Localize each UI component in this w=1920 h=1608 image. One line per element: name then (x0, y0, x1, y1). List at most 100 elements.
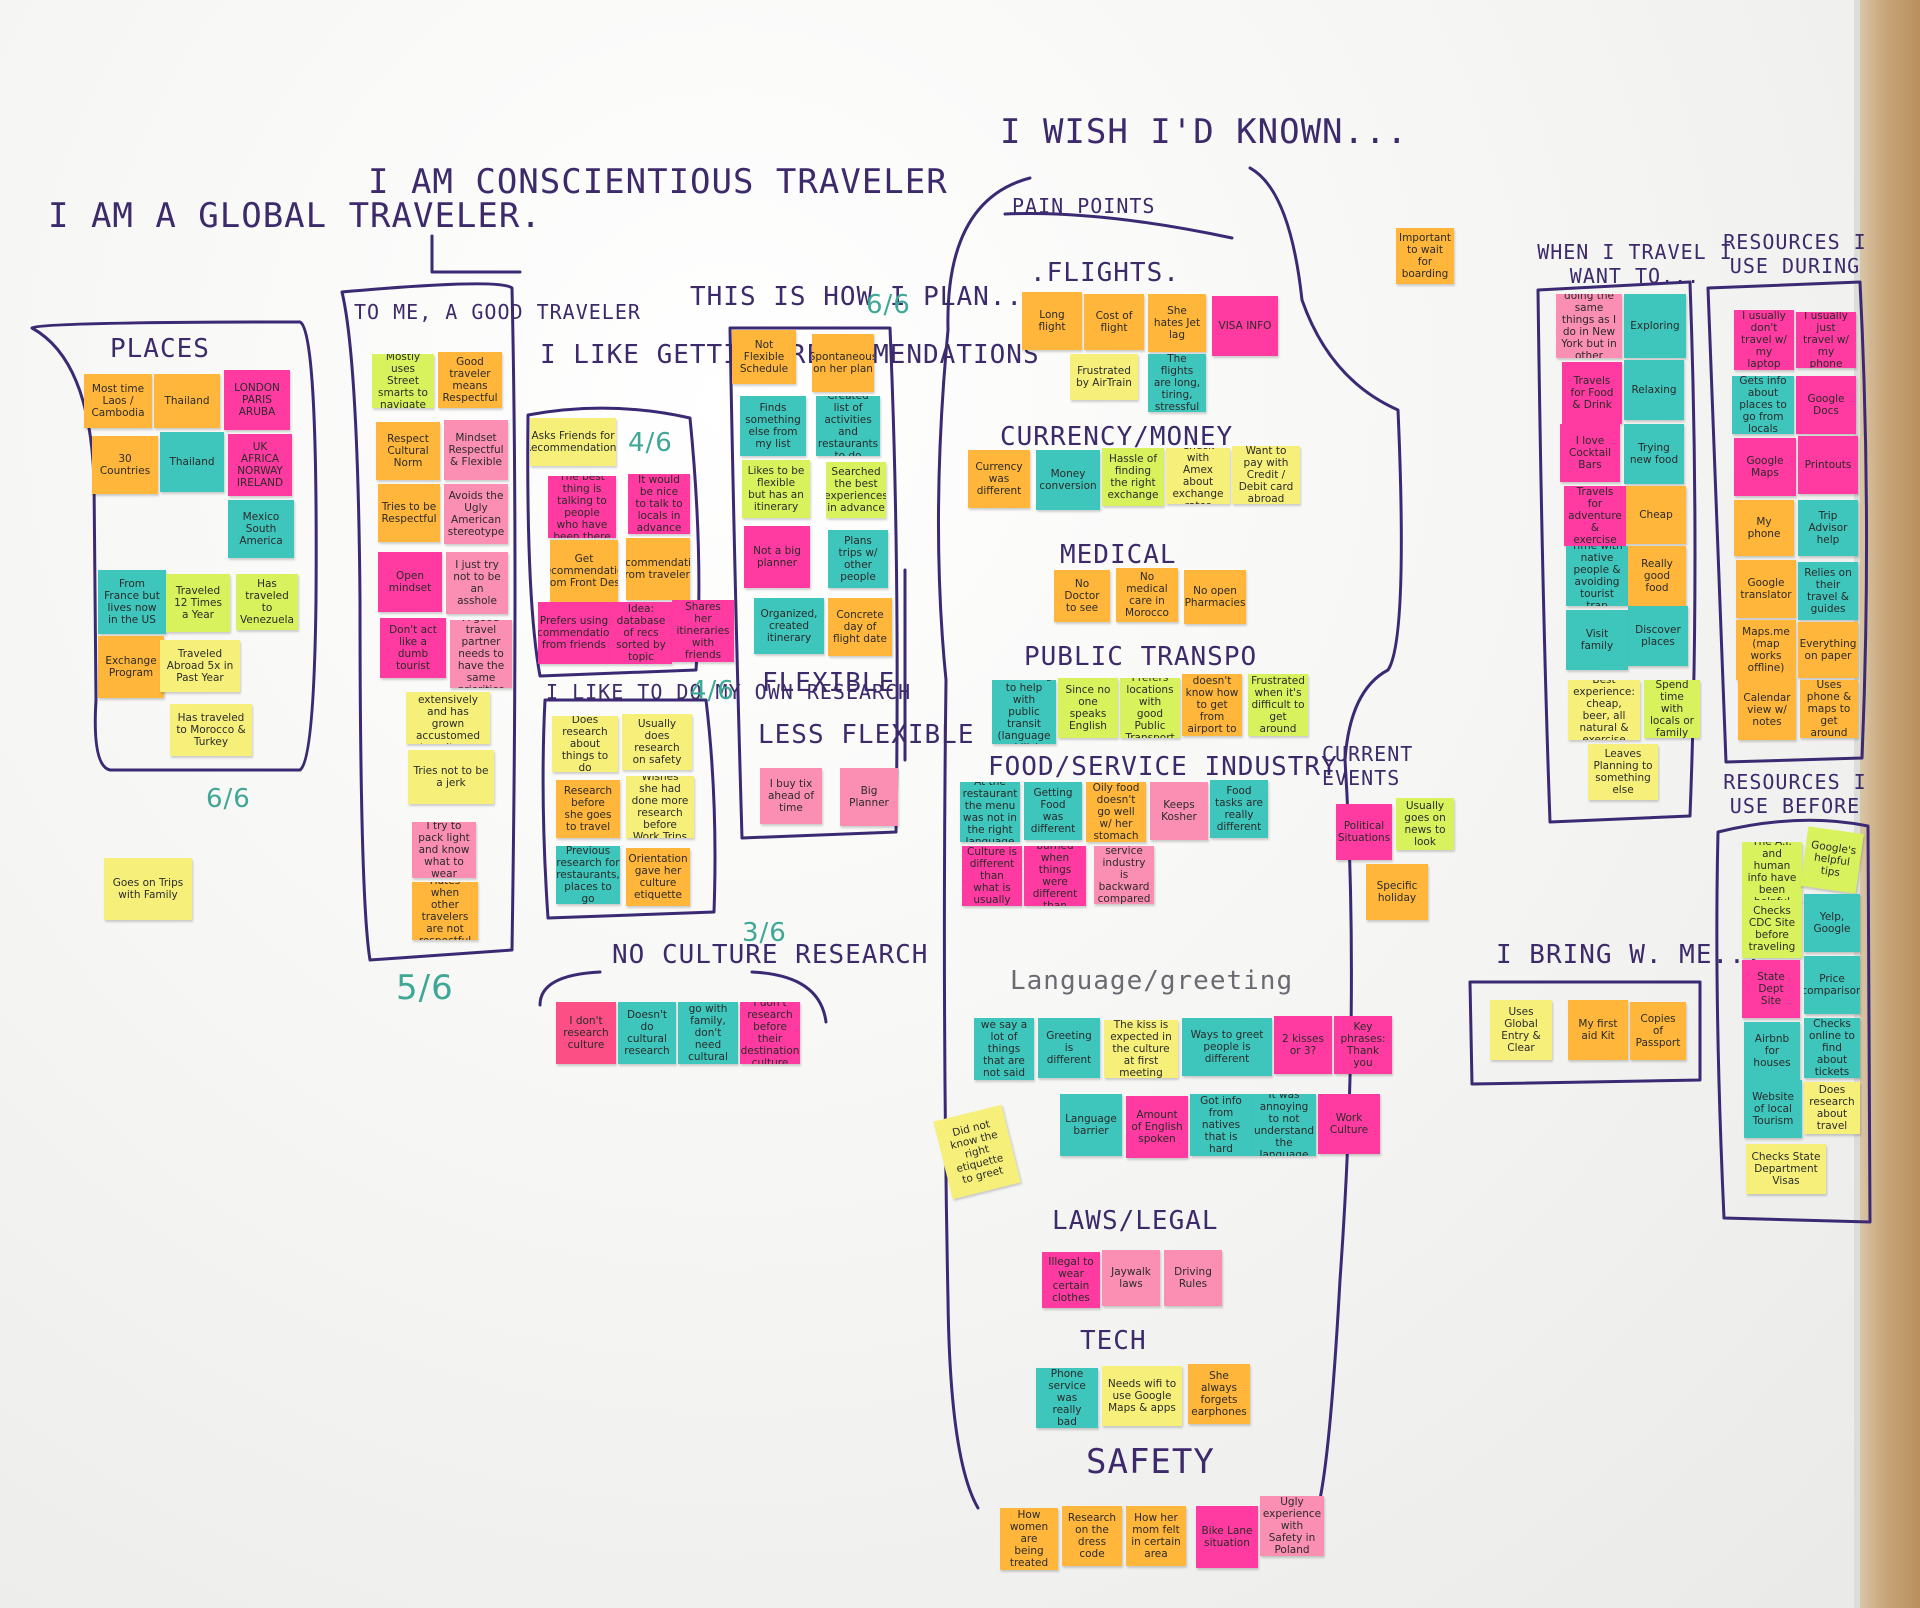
heading-flights: .FLIGHTS. (1030, 258, 1180, 288)
sticky-note: Exchange Program (98, 636, 164, 698)
sticky-note: Discover places (1628, 606, 1688, 666)
heading-conscientious: I AM CONSCIENTIOUS TRAVELER (368, 162, 948, 202)
heading-resources-before: RESOURCES I USE BEFORE (1723, 770, 1867, 818)
sticky-note: I just try not to be an asshole (446, 552, 508, 614)
sticky-note: Most time Laos / Cambodia (84, 374, 152, 428)
research-box (541, 698, 717, 920)
heading-good-traveler: TO ME, A GOOD TRAVELER (354, 300, 641, 324)
sticky-note: Has traveled to Venezuela (236, 574, 298, 630)
heading-own-research: I LIKE TO DO MY OWN RESEARCH (546, 680, 912, 704)
heading-public-transpo: PUBLIC TRANSPO (1024, 642, 1258, 672)
sticky-note: Phone service was really bad (1036, 1368, 1098, 1428)
heading-tech: TECH (1080, 1326, 1147, 1356)
sticky-note: Work Culture (1318, 1094, 1380, 1154)
sticky-note: Recommendation from travelers (626, 538, 690, 600)
sticky-note: Yelp, Google (1804, 894, 1860, 952)
sticky-note: Asks Friends for Recommendations (530, 418, 616, 466)
sticky-note: Checks CDC Site before traveling (1742, 900, 1802, 958)
sticky-note: Travels for Food & Drink (1562, 362, 1622, 424)
sticky-note: How women are being treated (1000, 1508, 1058, 1570)
sticky-note: Mindset Respectful & Flexible (444, 420, 508, 480)
heading-current-events: CURRENT EVENTS (1322, 742, 1414, 790)
sticky-note: The kiss is expected in the culture at f… (1104, 1020, 1178, 1078)
sticky-note: Frustrated when it's difficult to get ar… (1248, 674, 1308, 736)
heading-no-culture: NO CULTURE RESEARCH (612, 940, 929, 970)
sticky-note: Google Maps (1734, 438, 1796, 496)
sticky-note: Previous research for restaurants, place… (556, 846, 620, 904)
sticky-note: Spontaneous on her plan (812, 334, 874, 392)
sticky-note: Food tasks are really different (1210, 780, 1268, 838)
sticky-note: Research before she goes to travel (556, 780, 620, 838)
sticky-note: Since no one speaks English (1058, 678, 1118, 738)
sticky-note: Prefers locations with good Public Trans… (1120, 678, 1180, 738)
bring-box (1468, 980, 1702, 1086)
sticky-note: Avoids the Ugly American stereotype (444, 484, 508, 544)
sticky-note: I usually don't travel w/ my laptop (1734, 310, 1794, 370)
sticky-note: Airbnb for houses (1744, 1022, 1800, 1080)
sticky-note: Want to pay with Credit / Debit card abr… (1232, 446, 1300, 504)
sticky-note: Get Recommendation from Front Desk (550, 540, 618, 602)
recs-box (526, 406, 701, 678)
heading-language: Language/greeting (1010, 966, 1294, 996)
score-recs: 4/6 (628, 428, 673, 458)
sticky-note: Orientation gave her culture etiquette (626, 848, 690, 906)
sticky-note: I usually go with family, don't need cul… (678, 1002, 738, 1064)
sticky-note: Google's helpful tips (1800, 826, 1864, 894)
sticky-note: Jaywalk laws (1102, 1250, 1160, 1306)
sticky-note: Tries to be Respectful (378, 484, 440, 542)
heading-how-i-plan: THIS IS HOW I PLAN... (690, 282, 1040, 312)
sticky-note: The service industry is backward compare… (1094, 846, 1154, 904)
sticky-note: In America we say a lot of things that a… (974, 1018, 1034, 1080)
sticky-note: My first aid Kit (1568, 1000, 1628, 1060)
sticky-note: Leaves Planning to something else (1588, 744, 1658, 800)
resources-before-box (1715, 818, 1872, 1224)
sticky-note: Don't act like a dumb tourist (380, 618, 446, 678)
sticky-note: The A.I. and human info have been helpfu… (1742, 842, 1802, 902)
score-no-culture: 3/6 (742, 918, 787, 948)
sticky-note: Google translator (1736, 560, 1796, 618)
sticky-note: Driving Rules (1164, 1250, 1222, 1306)
sticky-note: A good travel partner needs to have the … (450, 620, 512, 688)
sticky-note: Travels for adventure & exercise (1564, 486, 1626, 546)
sticky-note: Best experience: cheap, beer, all natura… (1568, 680, 1640, 740)
sticky-note: Everything on paper (1798, 622, 1858, 678)
sticky-note: Google Docs (1796, 376, 1856, 434)
sticky-note: No Doctor to see (1054, 570, 1110, 622)
sticky-note: She always forgets earphones (1188, 1364, 1250, 1424)
want-to-box (1536, 280, 1697, 824)
sticky-note: Idea: database of recs sorted by topic (610, 602, 672, 664)
sticky-note: Likes to be flexible but has an itinerar… (742, 460, 810, 518)
sticky-note: Does research about things to do (552, 716, 618, 772)
heading-laws: LAWS/LEGAL (1052, 1206, 1219, 1236)
good-traveler-box (340, 282, 517, 962)
score-good-traveler: 5/6 (396, 968, 454, 1008)
sticky-note: Currency was different (968, 450, 1030, 508)
sticky-note: Spend time with locals or family (1644, 680, 1700, 738)
sticky-note: Traveled Abroad 5x in Past Year (160, 640, 240, 692)
sticky-note: Wishes she had done more research before… (626, 776, 694, 838)
sticky-note: Calendar view w/ notes (1738, 680, 1796, 740)
heading-i-wish: I WISH I'D KNOWN... (1000, 112, 1408, 152)
sticky-note: I love Cocktail Bars (1560, 424, 1620, 482)
sticky-note: I don't research before their destinatio… (740, 1002, 800, 1064)
sticky-note: She hates Jet lag (1148, 294, 1206, 352)
sticky-note: Thailand (160, 432, 224, 492)
sticky-note: Thailand (154, 374, 220, 428)
sticky-note: Prefers using recommendations from frien… (538, 602, 610, 664)
score-places: 6/6 (206, 784, 251, 814)
sticky-note: VISA INFO (1212, 296, 1278, 356)
sticky-note: Checks online to find about tickets (1804, 1018, 1860, 1078)
heading-when-travel: WHEN I TRAVEL I WANT TO... (1537, 240, 1733, 288)
heading-flexible: FLEXIBLE (762, 668, 896, 698)
sticky-note: Usually goes on news to look (1396, 798, 1454, 850)
heading-safety: SAFETY (1086, 1442, 1215, 1482)
sticky-note: Has traveled to Morocco & Turkey (170, 704, 252, 756)
sticky-note: Bike Lane situation (1196, 1506, 1258, 1568)
sticky-note: Hassle of finding the right exchange (1102, 448, 1164, 506)
sticky-note: Trying new food (1624, 424, 1684, 484)
sticky-note: Not Flexible Schedule (732, 330, 796, 384)
sticky-note: Has traveled extensively and has grown a… (406, 692, 490, 744)
sticky-note: Trip Advisor help (1798, 500, 1858, 556)
sticky-note: Important to wait for boarding (1396, 228, 1454, 284)
sticky-note: Hates when other travelers are not respe… (412, 882, 478, 940)
